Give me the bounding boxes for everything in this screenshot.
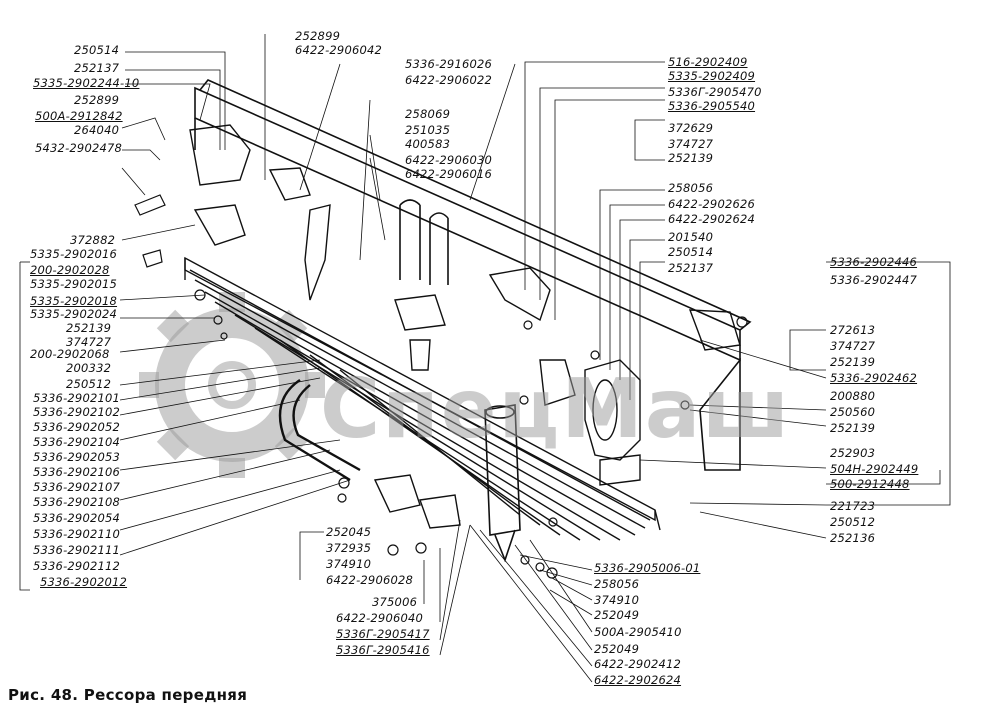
part-label: 5336-2902462 <box>830 371 918 385</box>
part-label: 252137 <box>74 61 120 75</box>
part-label: 250514 <box>668 245 714 259</box>
lower-mounts <box>373 294 461 529</box>
part-label: 372935 <box>326 541 372 555</box>
part-label: 5335-2902018 <box>30 294 118 308</box>
part-label: 6422-2906016 <box>405 167 493 181</box>
part-label: 504Н-2902449 <box>830 462 919 476</box>
part-label: 252137 <box>668 261 714 275</box>
part-label: 252903 <box>830 446 876 460</box>
part-label: 252139 <box>830 355 876 369</box>
part-label: 258056 <box>594 577 640 591</box>
part-label: 500А-2912842 <box>35 109 123 123</box>
part-label: 5336-2902110 <box>33 527 121 541</box>
part-label: 264040 <box>74 123 120 137</box>
part-label: 258056 <box>668 181 714 195</box>
part-label: 252899 <box>295 29 341 43</box>
part-label: 6422-2906028 <box>326 573 414 587</box>
part-label: 6422-2906042 <box>295 43 383 57</box>
part-label: 374910 <box>326 557 372 571</box>
part-label: 5336-2902012 <box>40 575 128 589</box>
watermark-text: СпецМаш <box>320 362 792 457</box>
stabilizer-bar <box>278 379 361 482</box>
watermark-gear-icon <box>139 292 325 478</box>
part-label: 200332 <box>66 361 112 375</box>
part-label: 5336-2902054 <box>33 511 121 525</box>
part-label: 5336-2902447 <box>830 273 918 287</box>
part-label: 5336-2905006-01 <box>594 561 701 575</box>
rear-shackle <box>488 267 741 406</box>
part-label: 372629 <box>668 121 714 135</box>
part-label: 200880 <box>830 389 876 403</box>
part-label: 5336-2902052 <box>33 420 121 434</box>
part-label: 374910 <box>594 593 640 607</box>
part-label: 6422-2902412 <box>594 657 682 671</box>
part-label: 252049 <box>594 642 640 656</box>
part-label: 252139 <box>66 321 112 335</box>
part-label: 5336-2916026 <box>405 57 493 71</box>
part-label: 5336-2902106 <box>33 465 121 479</box>
part-label: 5336-2902112 <box>33 559 121 573</box>
part-label: 252899 <box>74 93 120 107</box>
part-label: 5336-2902108 <box>33 495 121 509</box>
part-label: 258069 <box>405 107 451 121</box>
part-label: 5335-2902016 <box>30 247 118 261</box>
part-label: 251035 <box>405 123 451 137</box>
part-label: 516-2902409 <box>668 55 748 69</box>
part-label: 374727 <box>830 339 876 353</box>
part-label: 6422-2906040 <box>336 611 424 625</box>
part-label: 372882 <box>70 233 116 247</box>
part-label: 5336-2902111 <box>33 543 121 557</box>
part-label: 400583 <box>405 137 451 151</box>
part-label: 250514 <box>74 43 120 57</box>
part-label: 5336Г-2905416 <box>336 643 430 657</box>
part-label: 201540 <box>668 230 714 244</box>
part-label: 252045 <box>326 525 372 539</box>
part-label: 375006 <box>372 595 418 609</box>
figure-caption: Рис. 48. Рессора передняя <box>8 686 248 704</box>
part-label: 5335-2902409 <box>668 69 756 83</box>
leader-lines <box>19 34 951 683</box>
leaf-spring <box>184 256 661 541</box>
fasteners <box>134 194 748 579</box>
part-label: 500-2912448 <box>830 477 910 491</box>
part-label: 5336Г-2905470 <box>668 85 762 99</box>
part-label: 5335-2902024 <box>30 307 118 321</box>
part-label: 252136 <box>830 531 876 545</box>
part-label: 6422-2902624 <box>668 212 756 226</box>
part-label: 200-2902068 <box>30 347 110 361</box>
part-label: 5335-2902244-10 <box>33 76 140 90</box>
u-bolts <box>399 199 449 285</box>
part-label: 374727 <box>66 335 112 349</box>
part-label: 5336-2902053 <box>33 450 121 464</box>
part-label: 6422-2906030 <box>405 153 493 167</box>
part-label: 5336-2902107 <box>33 480 121 494</box>
part-label: 272613 <box>830 323 876 337</box>
part-label: 252139 <box>830 421 876 435</box>
part-label: 6422-2906022 <box>405 73 493 87</box>
part-label: 200-2902028 <box>30 263 110 277</box>
part-label: 5336-2902102 <box>33 405 121 419</box>
part-label: 5335-2902015 <box>30 277 118 291</box>
part-label: 6422-2902626 <box>668 197 756 211</box>
part-label: 6422-2902624 <box>594 673 682 687</box>
part-label: 250560 <box>830 405 876 419</box>
part-label: 5336-2902104 <box>33 435 121 449</box>
part-label: 500А-2905410 <box>594 625 682 639</box>
part-label: 250512 <box>830 515 876 529</box>
part-label: 5336-2902101 <box>33 391 121 405</box>
part-label: 5336Г-2905417 <box>336 627 430 641</box>
part-label: 5336-2902446 <box>830 255 918 269</box>
part-label: 221723 <box>830 499 876 513</box>
axle-bracket <box>584 359 641 486</box>
part-label: 250512 <box>66 377 112 391</box>
part-label: 252049 <box>594 608 640 622</box>
part-label: 5432-2902478 <box>35 141 123 155</box>
part-label: 374727 <box>668 137 714 151</box>
front-bracket <box>189 124 331 301</box>
part-label: 252139 <box>668 151 714 165</box>
part-label: 5336-2905540 <box>668 99 756 113</box>
